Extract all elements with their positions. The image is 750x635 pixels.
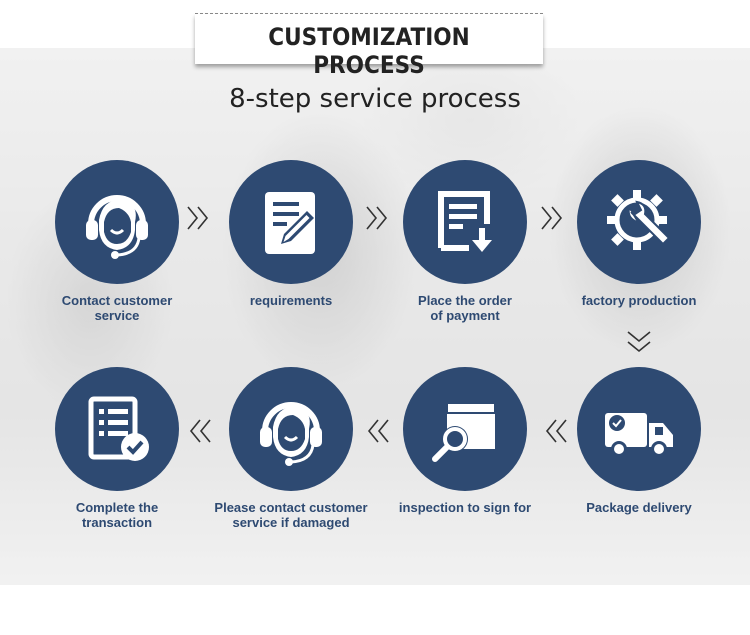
gear-wrench-icon: [607, 190, 671, 250]
step-complete-transaction: Complete the transaction: [32, 367, 202, 530]
step-label: Place the order of payment: [418, 293, 512, 323]
chevron-left-icon: [366, 418, 390, 448]
box-inspect-icon: [432, 402, 496, 462]
step-contact-if-damaged: Please contact customer service if damag…: [206, 367, 376, 530]
step-circle: [55, 160, 179, 284]
header-tab: [548, 37, 750, 48]
step-circle: [229, 367, 353, 491]
step-label: inspection to sign for: [398, 500, 532, 515]
step-circle: [577, 367, 701, 491]
step-contact-service: Contact customer service: [32, 160, 202, 323]
step-factory-production: factory production: [554, 160, 724, 308]
headset-agent-icon: [86, 195, 148, 259]
step-label: Contact customer service: [61, 293, 173, 323]
page-subtitle: 8-step service process: [229, 84, 521, 114]
step-circle: [403, 160, 527, 284]
step-label: Please contact customer service if damag…: [214, 500, 368, 530]
step-package-delivery: Package delivery: [554, 367, 724, 515]
chevron-left-icon: [188, 418, 212, 448]
step-circle: [403, 367, 527, 491]
chevron-left-icon: [544, 418, 568, 448]
step-requirements: requirements: [206, 160, 376, 308]
step-circle: [577, 160, 701, 284]
step-label: requirements: [249, 293, 333, 308]
step-circle: [55, 367, 179, 491]
step-label: Package delivery: [586, 500, 692, 515]
step-label: Complete the transaction: [75, 500, 159, 530]
checklist-complete-icon: [88, 396, 149, 461]
chevron-down-icon: [626, 330, 652, 358]
page-title: CUSTOMIZATION PROCESS: [268, 23, 470, 79]
delivery-truck-icon: [605, 413, 673, 457]
step-inspection: inspection to sign for: [380, 367, 550, 515]
chevron-right-icon: [186, 205, 210, 235]
headset-agent-icon: [260, 402, 322, 466]
step-place-order: Place the order of payment: [380, 160, 550, 323]
title-plate: [195, 14, 543, 64]
step-label: factory production: [581, 293, 697, 308]
document-edit-icon: [265, 192, 315, 254]
title-banner: CUSTOMIZATION PROCESS: [195, 13, 543, 79]
chevron-right-icon: [365, 205, 389, 235]
chevron-right-icon: [540, 205, 564, 235]
document-download-icon: [438, 191, 492, 252]
step-circle: [229, 160, 353, 284]
